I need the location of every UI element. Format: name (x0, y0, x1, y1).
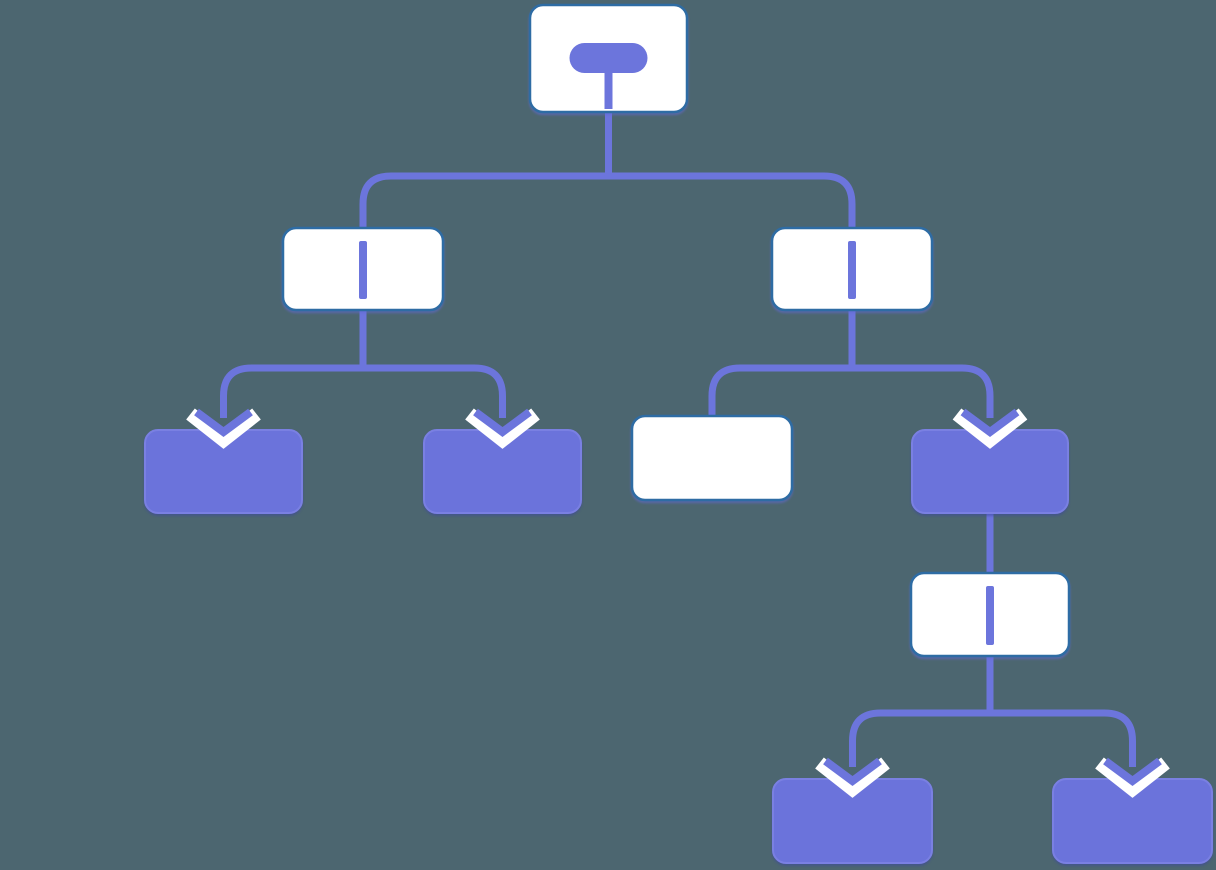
branch-node-right[interactable] (770, 226, 934, 312)
pass-through-bar-glyph (848, 241, 856, 299)
pass-through-bar-glyph (986, 586, 994, 645)
branch-node-left[interactable] (281, 226, 445, 312)
chevron-white-layer (186, 408, 261, 449)
edge-connector (220, 364, 363, 418)
pill-stem-glyph (604, 69, 613, 109)
edge-connector (608, 172, 856, 234)
expand-chevron-icon[interactable] (1095, 757, 1170, 798)
chevron-purple-layer (823, 757, 882, 786)
chevron-purple-layer (194, 408, 253, 437)
root-node-collapsed[interactable] (528, 3, 689, 114)
collapse-arrows (186, 408, 1170, 798)
edge-connector (708, 364, 852, 422)
expand-chevron-icon[interactable] (465, 408, 540, 449)
empty-white-node-box[interactable] (630, 414, 794, 502)
edge-connector (852, 364, 994, 418)
chevron-white-layer (815, 757, 890, 798)
expand-chevron-icon[interactable] (186, 408, 261, 449)
chevron-white-layer (1095, 757, 1170, 798)
edge-connector (359, 172, 609, 234)
chevron-white-layer (465, 408, 540, 449)
pass-through-bar-glyph (359, 241, 367, 299)
expand-chevron-icon[interactable] (952, 408, 1028, 449)
branch-node-bottom[interactable] (909, 571, 1071, 658)
expand-chevron-icon[interactable] (815, 757, 890, 798)
edge-connectors (220, 110, 1136, 767)
chevron-purple-layer (1103, 757, 1162, 786)
chevron-purple-layer (960, 408, 1020, 437)
collapsed-pill-icon[interactable] (569, 43, 648, 73)
chevron-white-layer (952, 408, 1028, 449)
chevron-purple-layer (473, 408, 532, 437)
edge-connector (849, 709, 990, 767)
edge-connector (363, 364, 506, 418)
edge-connector (990, 709, 1136, 767)
empty-white-node[interactable] (630, 414, 794, 502)
diagram-nodes (144, 3, 1213, 864)
